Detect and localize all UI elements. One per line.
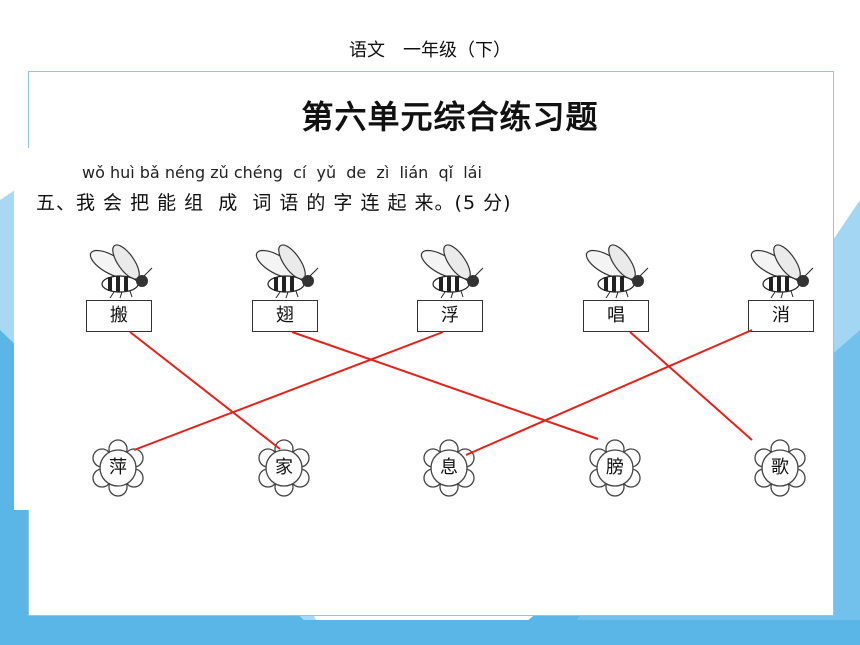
connection-line — [629, 331, 753, 441]
top-char-box: 翅 — [252, 300, 318, 332]
question-text: 五、我 会 把 能 组 成 词 语 的 字 连 起 来。(5 分) — [36, 192, 512, 214]
top-char-box: 搬 — [86, 300, 152, 332]
top-char-box: 唱 — [583, 300, 649, 332]
connection-line — [465, 329, 753, 456]
connection-line — [133, 331, 444, 451]
top-char-box: 浮 — [417, 300, 483, 332]
subject-header: 语文 一年级（下） — [349, 40, 511, 61]
connection-line — [129, 331, 281, 450]
bottom-char: 膀 — [606, 457, 624, 478]
bottom-char: 萍 — [109, 457, 127, 478]
page-title: 第六单元综合练习题 — [301, 98, 599, 136]
bottom-char: 息 — [440, 457, 458, 478]
top-char-box: 消 — [748, 300, 814, 332]
connection-line — [291, 331, 599, 440]
bottom-char: 家 — [275, 457, 293, 478]
bottom-char: 歌 — [771, 457, 789, 478]
pinyin-line: wǒ huì bǎ néng zǔ chéng cí yǔ de zì lián… — [82, 163, 482, 182]
